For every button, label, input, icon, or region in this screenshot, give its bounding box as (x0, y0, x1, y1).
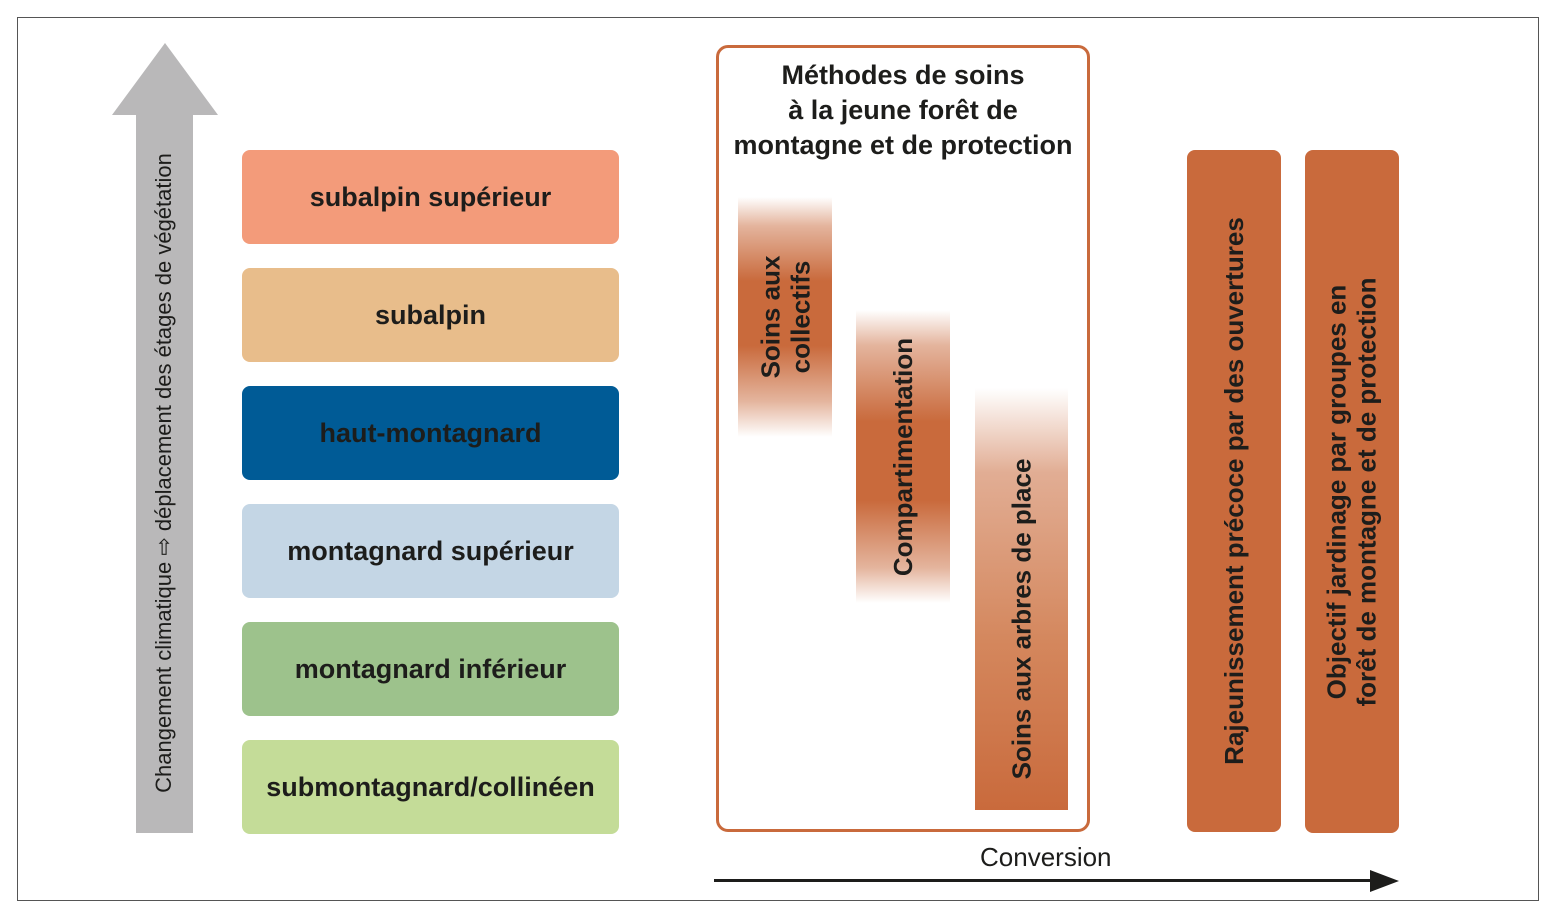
climate-arrow-label: Changement climatique ⇨ déplacement des … (151, 153, 176, 793)
bar-rajeunissement: Rajeunissement précoce par des ouverture… (1187, 150, 1281, 832)
climate-arrow-head (112, 43, 218, 115)
zone-montagnard-inferieur: montagnard inférieur (242, 622, 619, 716)
conversion-arrow-head-icon (1370, 870, 1399, 892)
bar-label-line: collectifs (785, 260, 816, 374)
bar-label-line: Rajeunissement précoce par des ouverture… (1219, 217, 1250, 765)
bar-label-line: Compartimentation (888, 337, 918, 576)
climate-arrow-shaft (136, 114, 193, 833)
methods-title-line: montagne et de protection (733, 130, 1073, 160)
bar-label-line: Soins aux (755, 255, 786, 379)
bar-soins-arbres-de-place: Soins aux arbres de place (975, 388, 1068, 810)
zone-haut-montagnard: haut-montagnard (242, 386, 619, 480)
bar-label-line: Soins aux arbres de place (1006, 458, 1037, 780)
diagram-frame (17, 17, 1539, 901)
methods-title-line: à la jeune forêt de (788, 95, 1018, 125)
zone-submontagnard-collineen: submontagnard/collinéen (242, 740, 619, 834)
bar-label-line: forêt de montagne et de protection (1352, 276, 1382, 707)
conversion-arrow-line (714, 879, 1374, 882)
methods-title-line: Méthodes de soins (781, 60, 1025, 90)
methods-box (716, 45, 1090, 832)
zone-montagnard-superieur: montagnard supérieur (242, 504, 619, 598)
zone-subalpin: subalpin (242, 268, 619, 362)
conversion-label: Conversion (980, 842, 1112, 872)
zone-subalpin-superieur: subalpin supérieur (242, 150, 619, 244)
bar-soins-collectifs: Soins aux collectifs (738, 197, 832, 437)
methods-title: Méthodes de soins à la jeune forêt de mo… (716, 58, 1090, 163)
bar-compartimentation: Compartimentation (856, 310, 950, 603)
bar-label-line: Objectif jardinage par groupes en (1322, 284, 1352, 699)
bar-objectif-jardinage: Objectif jardinage par groupes en forêt … (1305, 150, 1399, 833)
